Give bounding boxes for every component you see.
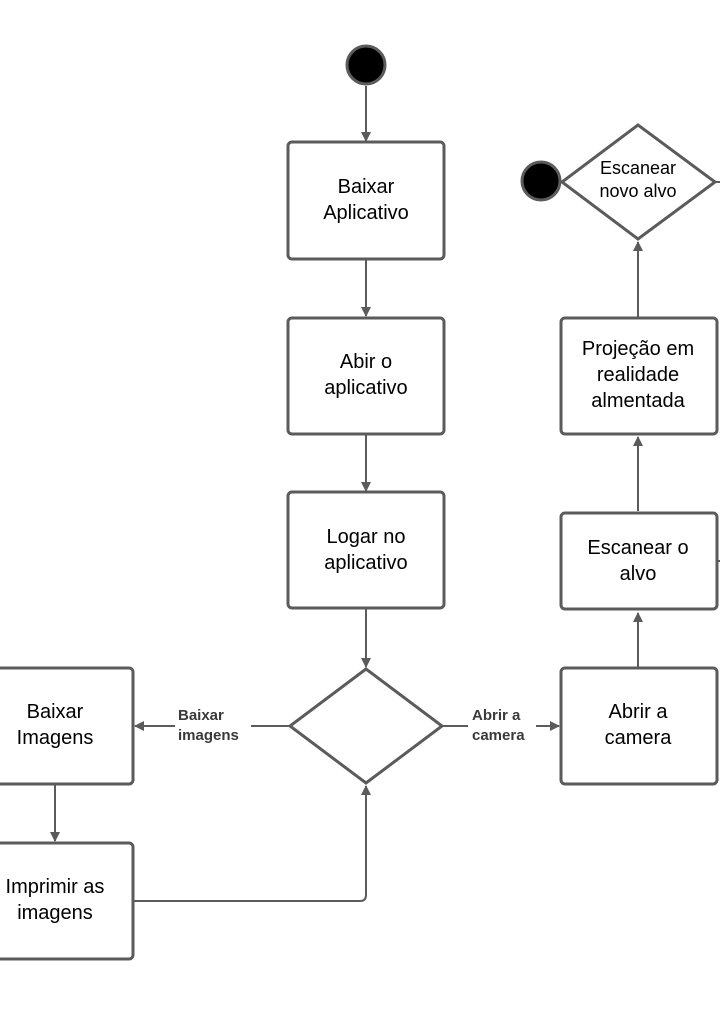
node-baixar-aplicativo <box>286 140 446 261</box>
node-imprimir-imagens-line-2: imagens <box>17 902 93 924</box>
node-baixar-imagens <box>0 666 135 786</box>
node-escanear-alvo <box>559 511 719 611</box>
edge-label-abrir-camera-line-2: camera <box>472 727 525 744</box>
end-node <box>520 160 562 202</box>
edge-imprimir-to-decision <box>133 785 371 902</box>
node-projecao-line-1: Projeção em <box>582 338 694 360</box>
node-imprimir-imagens <box>0 841 135 961</box>
node-projecao <box>559 316 719 436</box>
edge-label-abrir-camera-bg <box>468 702 536 744</box>
start-node <box>345 44 387 86</box>
node-escanear-novo-alvo <box>559 123 718 241</box>
node-baixar-aplicativo-line-2: Aplicativo <box>323 202 409 224</box>
node-abrir-camera <box>559 666 719 786</box>
node-projecao-line-3: almentada <box>591 390 685 412</box>
edge-label-baixar-imagens-line-2: imagens <box>178 727 239 744</box>
node-baixar-imagens-line-1: Baixar <box>27 701 84 723</box>
decision-node <box>287 667 445 785</box>
node-abrir-camera-line-2: camera <box>605 727 673 749</box>
node-abrir-aplicativo <box>286 316 446 436</box>
node-baixar-imagens-line-2: Imagens <box>17 727 94 749</box>
node-baixar-aplicativo-line-1: Baixar <box>338 176 395 198</box>
node-projecao-line-2: realidade <box>597 364 679 386</box>
node-imprimir-imagens-line-1: Imprimir as <box>6 876 105 898</box>
edge-label-baixar-imagens-line-1: Baixar <box>178 707 224 724</box>
node-escanear-alvo-line-2: alvo <box>620 563 657 585</box>
node-logar-aplicativo-line-1: Logar no <box>327 526 406 548</box>
node-abrir-aplicativo-line-2: aplicativo <box>324 377 407 399</box>
edge-label-baixar-imagens-bg <box>175 702 251 744</box>
node-logar-aplicativo <box>286 490 446 610</box>
node-escanear-novo-alvo-line-1: Escanear <box>600 158 676 178</box>
node-abrir-camera-line-1: Abrir a <box>609 701 669 723</box>
node-escanear-alvo-line-1: Escanear o <box>587 537 688 559</box>
edge-label-abrir-camera-line-1: Abrir a <box>472 707 521 724</box>
node-logar-aplicativo-line-2: aplicativo <box>324 552 407 574</box>
node-abrir-aplicativo-line-1: Abir o <box>340 351 392 373</box>
node-escanear-novo-alvo-line-2: novo alvo <box>599 181 676 201</box>
